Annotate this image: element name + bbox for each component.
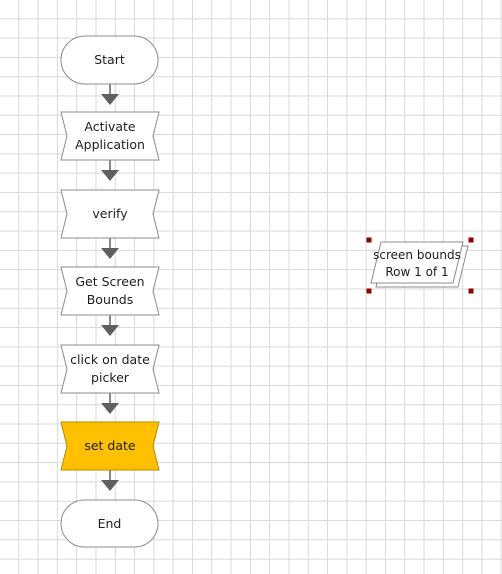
- end-node[interactable]: [60, 499, 159, 548]
- action-node-set-date[interactable]: [60, 421, 160, 471]
- selection-handle[interactable]: [468, 237, 474, 243]
- connector: [101, 160, 119, 181]
- action-node-activate-application[interactable]: [60, 111, 160, 161]
- collection-node[interactable]: [370, 241, 469, 288]
- connector: [101, 238, 119, 259]
- action-node-click-on-date-picker[interactable]: [60, 344, 160, 394]
- connector: [101, 84, 119, 105]
- connector: [101, 470, 119, 491]
- connector: [101, 315, 119, 336]
- selection-handle[interactable]: [366, 237, 372, 243]
- selection-handle[interactable]: [468, 288, 474, 294]
- start-node[interactable]: [60, 35, 159, 85]
- action-node-verify[interactable]: [60, 189, 160, 239]
- connector: [101, 393, 119, 414]
- action-node-get-screen-bounds[interactable]: [60, 266, 160, 316]
- selection-handle[interactable]: [366, 288, 372, 294]
